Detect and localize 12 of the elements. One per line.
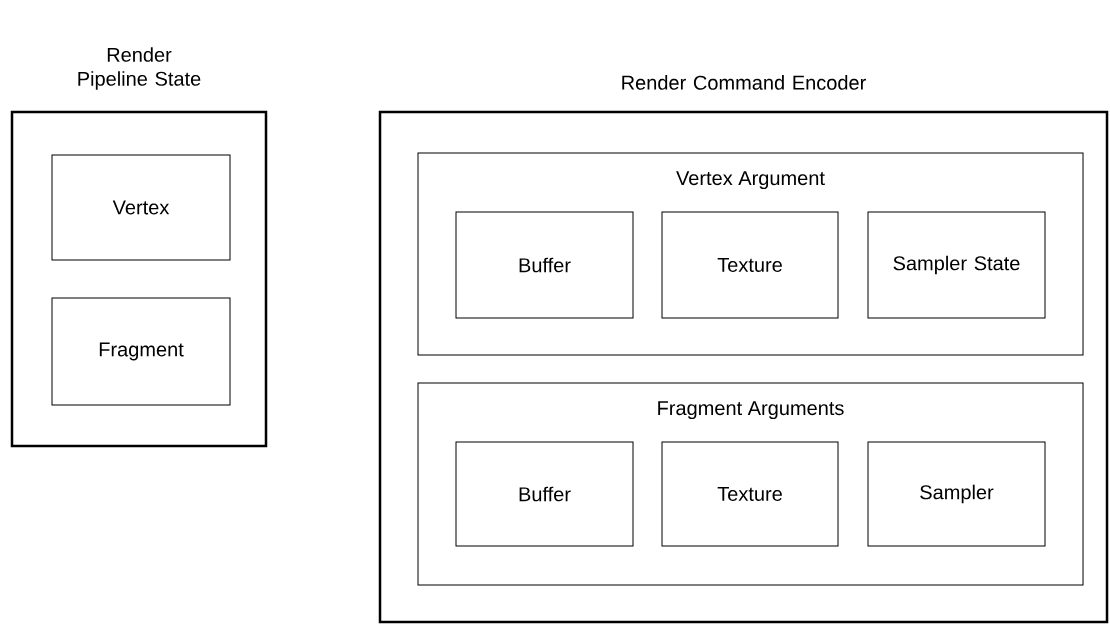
item-box: Buffer bbox=[455, 441, 634, 547]
item-box: Sampler State bbox=[867, 211, 1046, 319]
group-heading: Fragment Arguments bbox=[658, 401, 844, 420]
item-box: Buffer bbox=[455, 211, 634, 319]
item-box: Fragment bbox=[51, 297, 231, 406]
item-box: Vertex bbox=[51, 154, 231, 261]
item-box: Texture bbox=[661, 441, 839, 547]
group-heading: Vertex Argument bbox=[676, 171, 825, 190]
group-heading: Render Command Encoder bbox=[622, 75, 866, 90]
item-box: Sampler bbox=[867, 441, 1046, 547]
item-box: Texture bbox=[661, 211, 839, 319]
group-heading: Render Pipeline State bbox=[78, 47, 201, 90]
